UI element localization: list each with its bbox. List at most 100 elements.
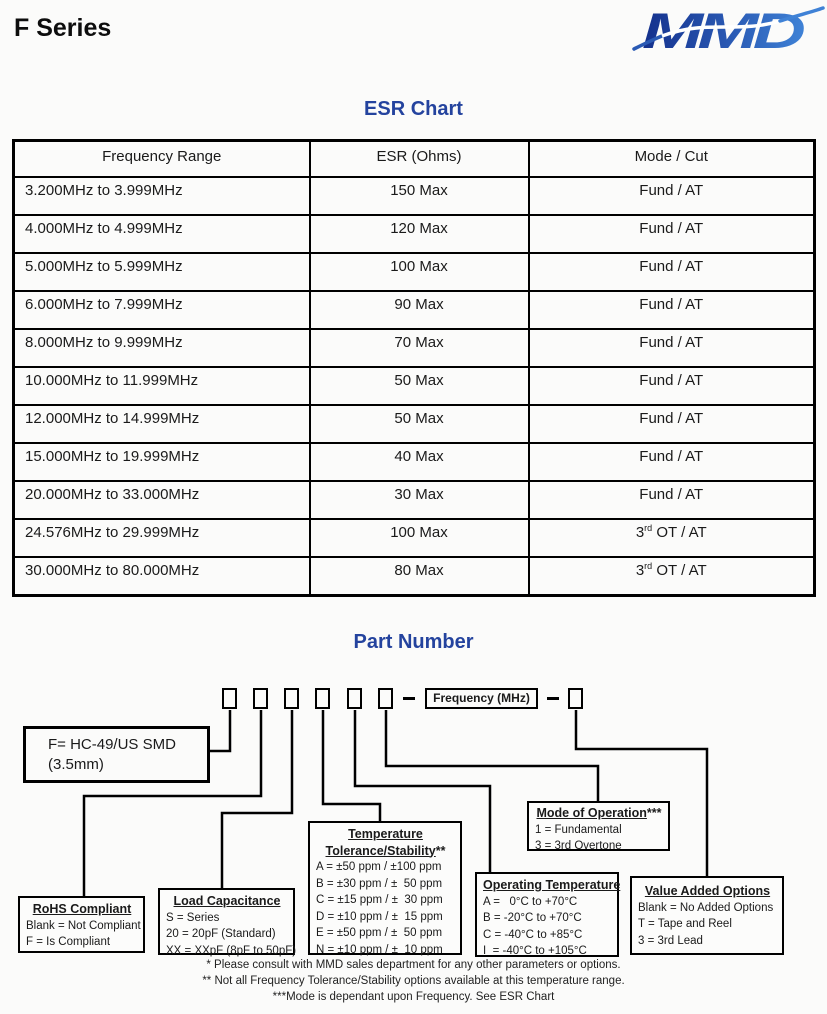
footnote-2: ** Not all Frequency Tolerance/Stability… xyxy=(202,975,625,987)
cell-mode-cut: Fund / AT xyxy=(527,366,816,406)
pn-dash-2 xyxy=(547,697,559,700)
cell-mode-cut: Fund / AT xyxy=(527,480,816,520)
cell-frequency-range: 3.200MHz to 3.999MHz xyxy=(12,176,311,216)
cell-mode-cut: Fund / AT xyxy=(527,214,816,254)
label-box-item: 20 = 20pF (Standard) xyxy=(166,928,276,940)
footnotes: * Please consult with MMD sales departme… xyxy=(0,957,827,1005)
mmd-logo-text: MMD xyxy=(642,6,804,56)
label-box-item: 3 = 3rd Lead xyxy=(638,934,703,947)
label-box-title: Operating Temperature xyxy=(483,878,621,892)
pn-digit-box-4 xyxy=(315,688,330,709)
label-box-title: Temperature xyxy=(348,827,423,841)
label-box-title: RoHS Compliant xyxy=(32,902,132,916)
cell-mode-cut: Fund / AT xyxy=(527,404,816,444)
pn-digit-box-1 xyxy=(222,688,237,709)
page-title: F Series xyxy=(14,14,112,42)
part-number-title: Part Number xyxy=(353,631,474,653)
pn-digit-box-3 xyxy=(284,688,299,709)
series-label-line1: F= HC-49/US SMD xyxy=(48,736,176,753)
label-box-item: A = 0°C to +70°C xyxy=(483,895,578,908)
label-box-item: 1 = Fundamental xyxy=(535,823,622,836)
label-box-item: B = -20°C to +70°C xyxy=(483,912,582,924)
label-box-item: 3 = 3rd Overtone xyxy=(535,840,622,852)
esr-table-header-row: Frequency Range ESR (Ohms) Mode / Cut xyxy=(12,139,816,178)
series-label-line2: (3.5mm) xyxy=(48,756,104,773)
cell-esr: 50 Max xyxy=(308,366,530,406)
pn-digit-box-6 xyxy=(378,688,393,709)
connector-temp-tolerance xyxy=(321,710,382,823)
mmd-logo-icon: MMD xyxy=(632,3,825,59)
pn-suffix-box xyxy=(568,688,583,709)
cell-frequency-range: 30.000MHz to 80.000MHz xyxy=(12,556,311,597)
pn-digit-box-2 xyxy=(253,688,268,709)
cell-esr: 80 Max xyxy=(308,556,530,597)
label-box-item: Blank = Not Compliant xyxy=(26,919,141,932)
mode-of-operation-box: Mode of Operation*** 1 = Fundamental 3 = 3… xyxy=(527,801,670,852)
label-box-item: Blank = No Added Options xyxy=(638,901,774,914)
cell-frequency-range: 6.000MHz to 7.999MHz xyxy=(12,290,311,330)
cell-frequency-range: 8.000MHz to 9.999MHz xyxy=(12,328,311,368)
col-header-esr: ESR (Ohms) xyxy=(308,139,530,178)
label-box-title: Value Added Options xyxy=(644,884,771,898)
label-box-item: T = Tape and Reel xyxy=(638,918,732,930)
cell-frequency-range: 15.000MHz to 19.999MHz xyxy=(12,442,311,482)
cell-frequency-range: 10.000MHz to 11.999MHz xyxy=(12,366,311,406)
label-box-item: N = ±10 ppm / ± 10 ppm xyxy=(316,943,443,956)
mmd-logo: MMD xyxy=(632,3,825,59)
cell-esr: 120 Max xyxy=(308,214,530,254)
label-box-item: C = -40°C to +85°C xyxy=(483,928,583,941)
logo-swoosh-middle xyxy=(661,19,781,38)
cell-frequency-range: 24.576MHz to 29.999MHz xyxy=(12,518,311,558)
cell-mode-cut: Fund / AT xyxy=(527,176,816,216)
label-box-title: Load Capacitance xyxy=(173,894,281,908)
label-box-title: Mode of Operation*** xyxy=(536,806,662,820)
label-box-item: I = -40°C to +105°C xyxy=(483,945,587,957)
frequency-box: Frequency (MHz) xyxy=(425,688,538,709)
label-box-item: D = ±10 ppm / ± 15 ppm xyxy=(316,910,443,923)
cell-frequency-range: 12.000MHz to 14.999MHz xyxy=(12,404,311,444)
cell-frequency-range: 5.000MHz to 5.999MHz xyxy=(12,252,311,292)
logo-swoosh-left xyxy=(632,34,664,51)
pn-dash-1 xyxy=(403,697,415,700)
cell-mode-cut: 3rd OT / AT xyxy=(527,518,816,558)
label-box-item: F = Is Compliant xyxy=(26,936,111,948)
cell-esr: 100 Max xyxy=(308,518,530,558)
label-box-title: Tolerance/Stability** xyxy=(325,843,446,858)
cell-mode-cut: Fund / AT xyxy=(527,442,816,482)
label-box-item: A = ±50 ppm / ±100 ppm xyxy=(316,861,442,873)
cell-esr: 90 Max xyxy=(308,290,530,330)
label-box-item: E = ±50 ppm / ± 50 ppm xyxy=(316,927,443,939)
footnote-3: ***Mode is dependant upon Frequency. See… xyxy=(272,991,555,1003)
cell-mode-cut: 3rd OT / AT xyxy=(527,556,816,597)
label-box-item: B = ±30 ppm / ± 50 ppm xyxy=(316,877,443,890)
esr-chart-title: ESR Chart xyxy=(364,98,463,120)
connector-load-capacitance xyxy=(220,710,294,890)
esr-table: Frequency Range ESR (Ohms) Mode / Cut 3.… xyxy=(12,139,816,597)
cell-esr: 150 Max xyxy=(308,176,530,216)
cell-frequency-range: 4.000MHz to 4.999MHz xyxy=(12,214,311,254)
label-box-item: S = Series xyxy=(166,911,220,924)
cell-mode-cut: Fund / AT xyxy=(527,252,816,292)
cell-frequency-range: 20.000MHz to 33.000MHz xyxy=(12,480,311,520)
cell-esr: 30 Max xyxy=(308,480,530,520)
cell-esr: 50 Max xyxy=(308,404,530,444)
cell-mode-cut: Fund / AT xyxy=(527,290,816,330)
series-label-box: F= HC-49/US SMD (3.5mm) xyxy=(23,726,210,783)
operating-temperature-box: Operating Temperature A = 0°C to +70°C B =… xyxy=(475,872,621,957)
cell-mode-cut: Fund / AT xyxy=(527,328,816,368)
label-box-item: C = ±15 ppm / ± 30 ppm xyxy=(316,894,443,906)
col-header-frequency-range: Frequency Range xyxy=(12,139,311,178)
footnote-1: * Please consult with MMD sales departme… xyxy=(206,959,621,971)
